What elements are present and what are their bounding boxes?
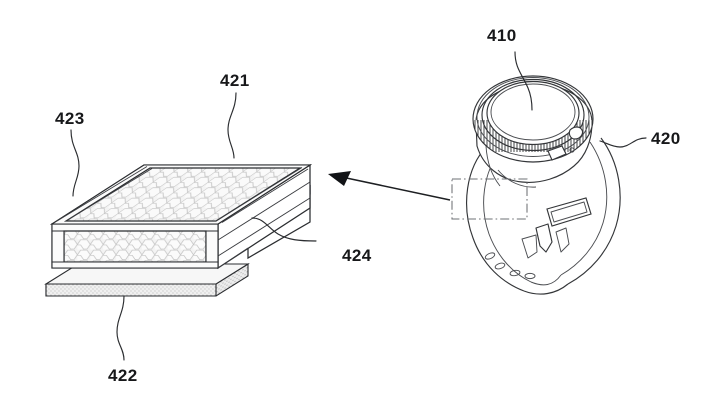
bezel-mid-ring bbox=[476, 77, 590, 157]
buckle-frame-inner bbox=[550, 201, 588, 223]
slab-bottom-right-seam bbox=[217, 247, 249, 269]
buckle-tail bbox=[521, 234, 538, 259]
microphone-hole bbox=[569, 147, 575, 153]
smartwatch bbox=[466, 75, 621, 295]
base-layer-front bbox=[45, 283, 217, 297]
leader-410 bbox=[514, 51, 533, 111]
strap-hole-1 bbox=[484, 252, 496, 260]
leader-420 bbox=[599, 137, 647, 148]
label-424: 424 bbox=[342, 246, 372, 265]
bezel-outer-ring bbox=[472, 75, 594, 163]
strap-hole-3 bbox=[509, 269, 521, 277]
side-panel-seam-lower bbox=[217, 197, 311, 257]
magnification-arrow-shaft bbox=[336, 175, 451, 201]
honeycomb-core-front-section bbox=[63, 230, 207, 263]
strap-bottom-inner bbox=[530, 274, 562, 286]
label-420: 420 bbox=[651, 129, 681, 148]
slab-top-face bbox=[49, 164, 313, 225]
base-layer-422 bbox=[44, 263, 250, 297]
buckle-prong bbox=[535, 223, 553, 253]
honeycomb-core-top-surface bbox=[63, 167, 303, 222]
magnification-arrow-head bbox=[328, 171, 351, 186]
label-422: 422 bbox=[108, 366, 138, 385]
watch-lug-seam bbox=[497, 169, 537, 188]
honeycomb-slab-assembly bbox=[44, 163, 313, 297]
side-button-lower[interactable] bbox=[547, 145, 567, 161]
frame-band-front-bottom bbox=[51, 261, 219, 269]
watch-case-left-shade bbox=[485, 145, 501, 187]
buckle-frame bbox=[546, 197, 592, 227]
frame-band-front-right bbox=[205, 230, 219, 263]
strap-bottom-outer bbox=[523, 283, 569, 295]
strap-hole-4 bbox=[524, 272, 536, 280]
watch-display[interactable] bbox=[486, 80, 580, 146]
leader-423 bbox=[70, 129, 80, 197]
frame-rail-right-outer bbox=[221, 168, 309, 223]
strap-right-inner bbox=[560, 141, 608, 276]
strap-left-outer bbox=[466, 145, 525, 292]
strap-hole-2 bbox=[494, 262, 506, 270]
buckle-keeper bbox=[555, 227, 570, 253]
strap-right-outer bbox=[567, 137, 621, 285]
frame-band-front-top bbox=[51, 223, 219, 232]
frame-rail-left-inner bbox=[56, 166, 148, 222]
leader-422 bbox=[116, 295, 125, 361]
label-410: 410 bbox=[487, 26, 517, 45]
display-glass-highlight bbox=[490, 83, 576, 141]
frame-rail-left-outer bbox=[65, 168, 153, 222]
label-421: 421 bbox=[220, 71, 250, 90]
detail-callout-rect bbox=[451, 178, 528, 220]
label-423: 423 bbox=[55, 109, 85, 128]
base-layer-top bbox=[44, 263, 250, 285]
side-button-upper[interactable] bbox=[568, 126, 584, 140]
slab-front-face bbox=[51, 223, 219, 269]
magnification-arrow bbox=[328, 171, 451, 201]
frame-band-front-left bbox=[51, 230, 65, 263]
leader-424 bbox=[251, 217, 317, 242]
strap-left-inner bbox=[483, 149, 532, 283]
leader-421 bbox=[227, 92, 237, 159]
bezel-inner-ring bbox=[481, 78, 585, 152]
side-panel-seam bbox=[217, 181, 311, 241]
frame-rail-right-inner bbox=[215, 167, 303, 222]
